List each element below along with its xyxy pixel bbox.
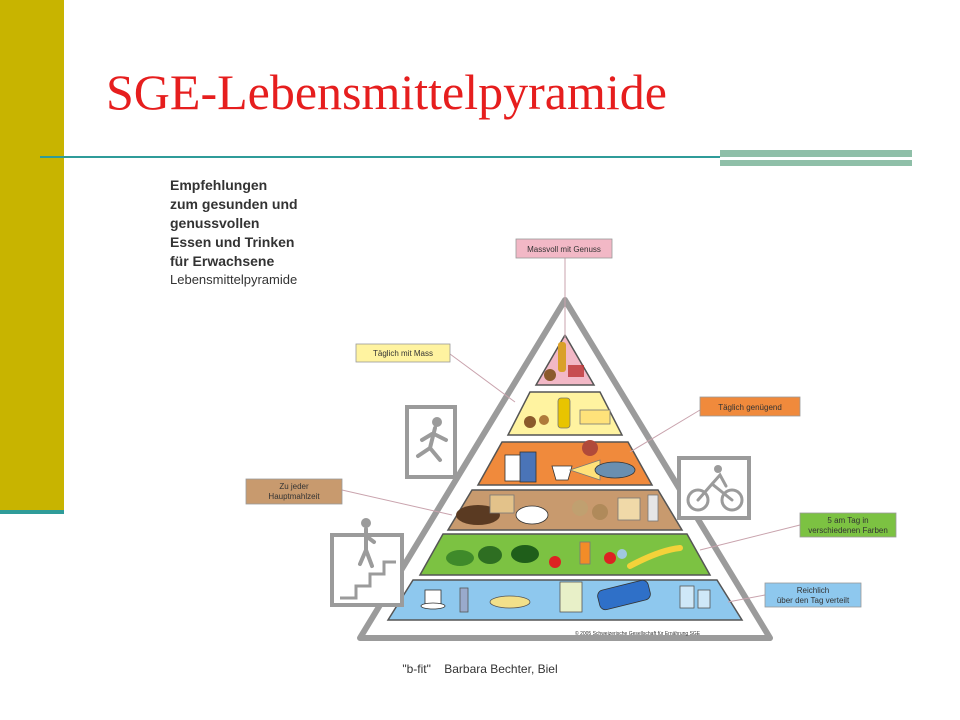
label-taeglich-mit-mass: Täglich mit Mass [355,343,451,363]
grains-food-items [456,494,659,525]
label-massvoll: Massvoll mit Genuss [515,238,613,259]
label-reichlich-line-1: Reichlich [797,586,829,595]
vegetables-fruit-food-items [446,541,683,569]
label-5-am-tag: 5 am Tag in verschiedenen Farben [799,512,897,538]
figure-heading-line-2: zum gesunden und [170,196,298,212]
label-taeglich-genuegend-text: Täglich genügend [718,403,782,412]
cyclist-icon [677,456,751,520]
label-5-am-tag-line-1: 5 am Tag in [827,516,868,525]
label-taeglich-mit-mass-text: Täglich mit Mass [373,349,433,358]
sweets-food-items [544,342,584,381]
protein-food-items [504,440,636,483]
label-massvoll-text: Massvoll mit Genuss [527,245,601,254]
figure-heading-line-4: Essen und Trinken [170,234,294,250]
label-hauptmahlzeit: Zu jeder Hauptmahlzeit [245,478,343,505]
figure-heading-line-5: für Erwachsene [170,253,274,269]
figure-subheading: Lebensmittelpyramide [170,272,297,287]
food-pyramid-figure: Empfehlungen zum gesunden und genussvoll… [170,177,897,641]
running-person-icon [405,405,457,479]
page-title: SGE-Lebensmittelpyramide [106,64,667,120]
side-bar-accent-line [0,510,64,514]
footer-text: "b-fit" Barbara Bechter, Biel [402,662,558,676]
figure-heading-line-1: Empfehlungen [170,177,267,193]
oils-food-items [524,397,611,429]
label-reichlich: Reichlich über den Tag verteilt [764,582,862,608]
figure-copyright: © 2005 Schweizerische Gesellschaft für E… [575,630,701,637]
label-taeglich-genuegend: Täglich genügend [699,396,801,417]
figure-heading-line-3: genussvollen [170,215,259,231]
label-5-am-tag-line-2: verschiedenen Farben [808,526,888,535]
label-hauptmahlzeit-line-1: Zu jeder [279,482,309,491]
label-connectors [341,258,801,603]
label-hauptmahlzeit-line-2: Hauptmahlzeit [268,492,320,501]
stairs-climbing-icon [330,518,404,607]
drinks-food-items [420,579,711,613]
side-bar [0,0,64,510]
title-rule [40,156,912,158]
title-rule-accent [720,150,912,166]
label-reichlich-line-2: über den Tag verteilt [777,596,850,605]
